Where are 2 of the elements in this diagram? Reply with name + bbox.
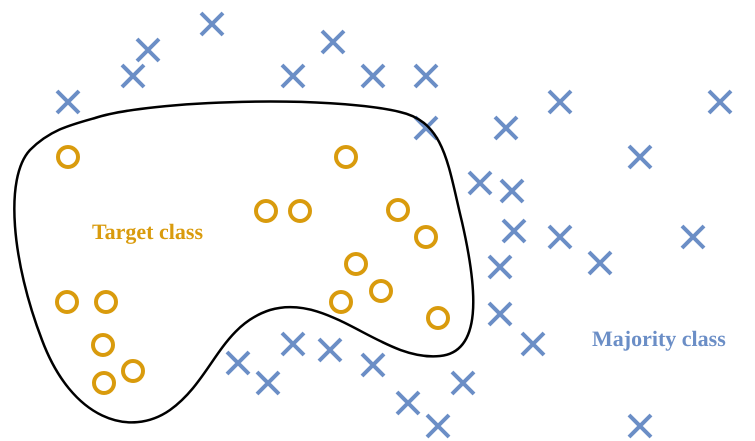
class-label: Majority class [592, 326, 726, 352]
class-label: Target class [92, 219, 204, 245]
